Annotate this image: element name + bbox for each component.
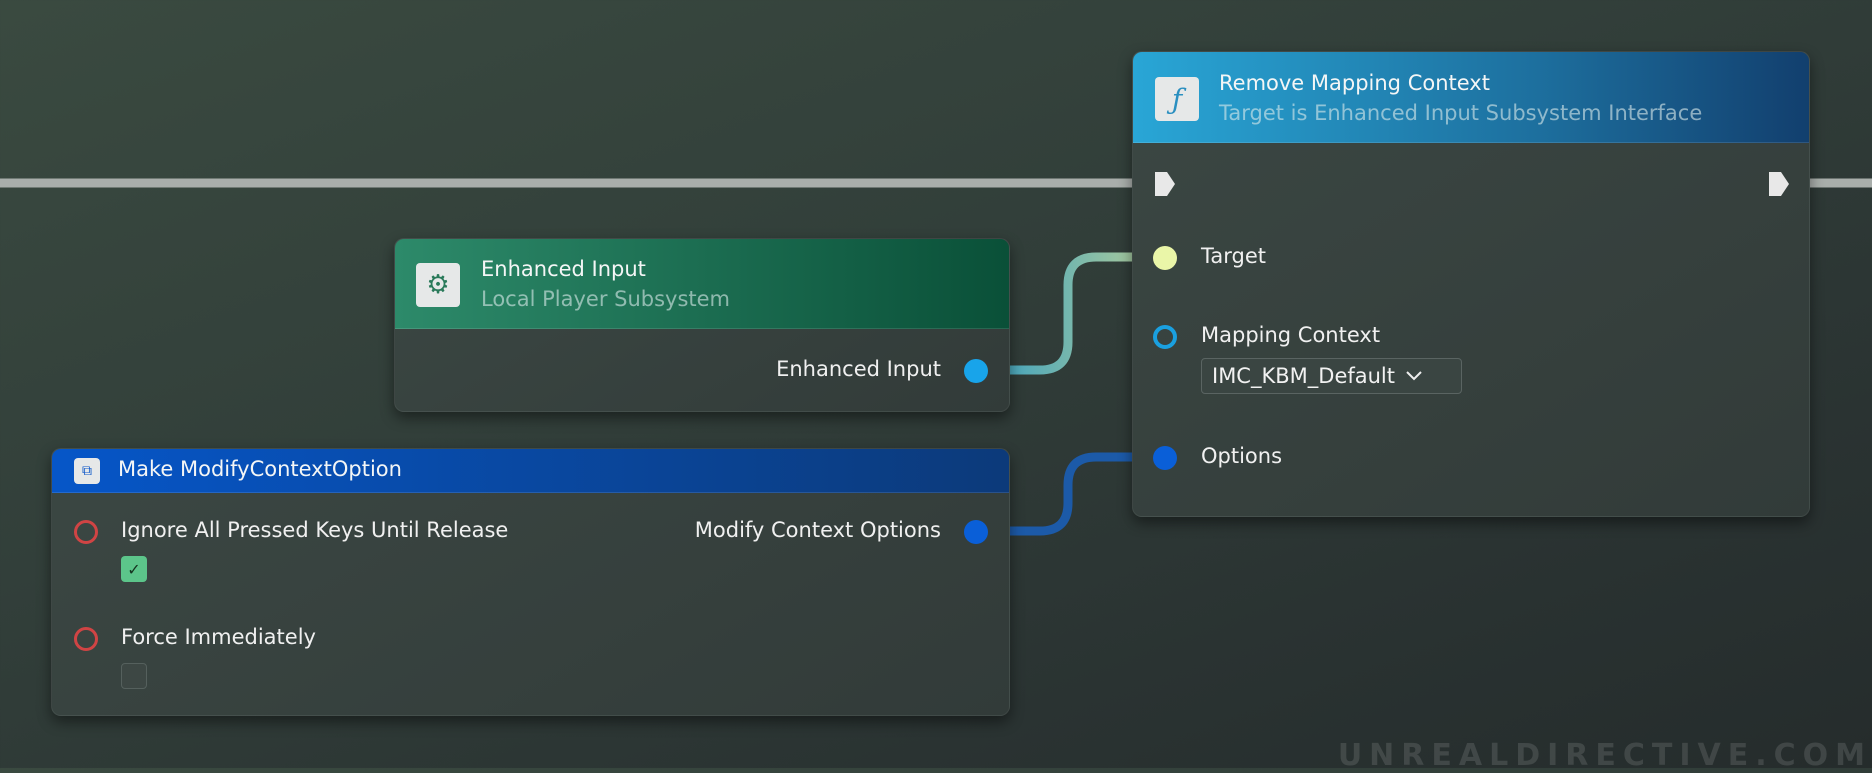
chevron-down-icon	[1406, 371, 1422, 381]
enhanced-input-node[interactable]: ⚙ Enhanced Input Local Player Subsystem …	[394, 238, 1010, 412]
options-pin[interactable]	[1153, 446, 1177, 470]
node-subtitle: Target is Enhanced Input Subsystem Inter…	[1219, 101, 1703, 125]
gear-icon: ⚙	[416, 263, 460, 307]
mapping-context-dropdown[interactable]: IMC_KBM_Default	[1201, 358, 1462, 394]
target-pin[interactable]	[1153, 246, 1177, 270]
ignore-keys-checkbox[interactable]: ✓	[121, 556, 147, 582]
enhanced-input-output-label: Enhanced Input	[776, 357, 941, 381]
enhanced-input-output-pin[interactable]	[964, 359, 988, 383]
force-immediately-label: Force Immediately	[121, 625, 316, 649]
dropdown-value: IMC_KBM_Default	[1212, 364, 1396, 388]
function-icon: ƒ	[1155, 77, 1199, 121]
struct-icon: ⧉	[74, 458, 100, 484]
node-title: Make ModifyContextOption	[118, 457, 402, 481]
node-title: Enhanced Input	[481, 257, 646, 281]
exec-in-pin[interactable]	[1153, 170, 1177, 198]
target-label: Target	[1201, 244, 1266, 268]
node-header	[52, 449, 1009, 493]
options-wire	[985, 452, 1165, 536]
exec-out-pin[interactable]	[1767, 170, 1791, 198]
watermark: UNREALDIRECTIVE.COM	[1337, 738, 1872, 773]
mapping-context-pin[interactable]	[1153, 325, 1177, 349]
ignore-keys-label: Ignore All Pressed Keys Until Release	[121, 518, 509, 542]
modify-context-options-label: Modify Context Options	[694, 518, 941, 542]
make-modify-context-option-node[interactable]: ⧉ Make ModifyContextOption Ignore All Pr…	[51, 448, 1010, 716]
target-wire	[985, 252, 1165, 375]
node-subtitle: Local Player Subsystem	[481, 287, 731, 311]
ignore-keys-pin[interactable]	[74, 520, 98, 544]
remove-mapping-context-node[interactable]: ƒ Remove Mapping Context Target is Enhan…	[1132, 51, 1810, 517]
mapping-context-label: Mapping Context	[1201, 323, 1381, 347]
modify-context-options-pin[interactable]	[964, 520, 988, 544]
node-header	[395, 239, 1009, 329]
options-label: Options	[1201, 444, 1283, 468]
force-immediately-pin[interactable]	[74, 627, 98, 651]
node-title: Remove Mapping Context	[1219, 71, 1490, 95]
node-header	[1133, 52, 1809, 143]
force-immediately-checkbox[interactable]	[121, 663, 147, 689]
